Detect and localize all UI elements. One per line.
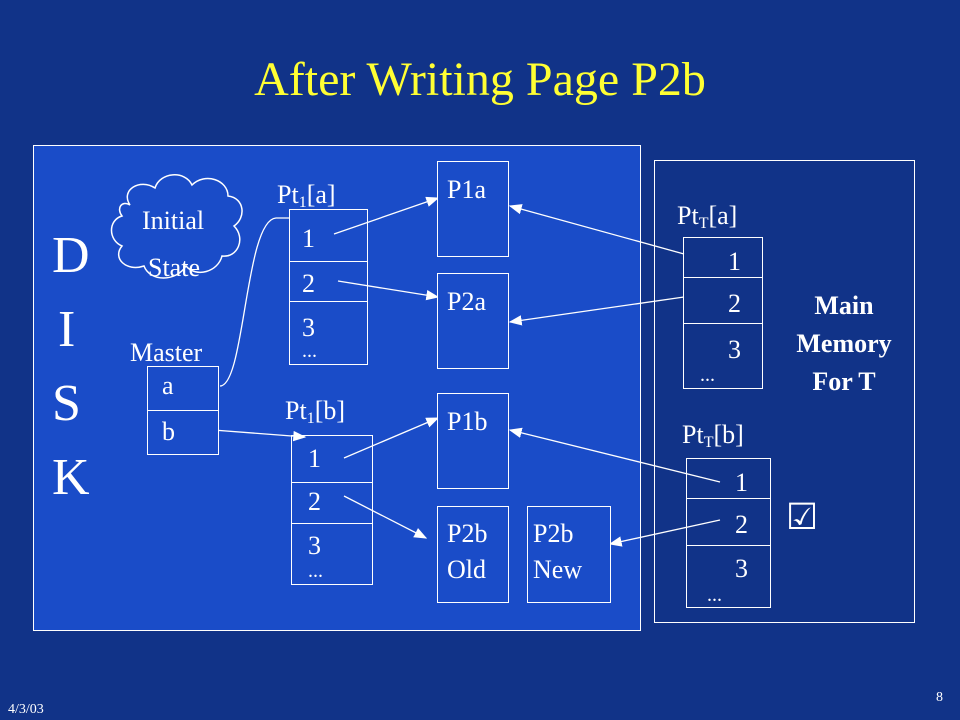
disk-letter-s: S xyxy=(52,375,81,432)
disk-letter-i: I xyxy=(58,301,76,358)
pttb-label: PtT[b] xyxy=(682,420,744,451)
ptta-divider-1 xyxy=(683,277,763,278)
master-label: Master xyxy=(130,338,203,367)
ptta-entry-3: 3 xyxy=(728,335,741,364)
pttb-entry-1: 1 xyxy=(735,468,748,497)
pttb-entry-2: 2 xyxy=(735,510,748,539)
memory-label: Main Memory For T xyxy=(774,287,914,401)
arrow-pttb-1-to-p1b xyxy=(508,427,721,483)
pt1b-entry-2: 2 xyxy=(308,487,321,516)
pt1a-ellipsis: ... xyxy=(302,340,317,362)
page-p2a: P2a xyxy=(437,273,509,369)
pt1b-table: 1 2 3 ... xyxy=(291,435,373,585)
pt1b-entry-1: 1 xyxy=(308,444,321,473)
pt1b-ellipsis: ... xyxy=(308,560,323,582)
memory-label-line1: Main xyxy=(814,291,874,320)
arrow-master-a-to-pt1a xyxy=(219,217,290,387)
pt1a-entry-3: 3 xyxy=(302,313,315,342)
footer-page-number: 8 xyxy=(936,690,943,705)
memory-label-line2: Memory xyxy=(796,329,892,358)
footer-date: 4/3/03 xyxy=(8,702,44,717)
master-entry-a: a xyxy=(162,371,174,400)
page-p2b-old-label-2: Old xyxy=(447,555,486,584)
memory-label-line3: For T xyxy=(812,367,876,396)
master-entry-b: b xyxy=(162,417,175,446)
ptta-table: 1 2 3 ... xyxy=(683,237,763,389)
pt1b-divider-2 xyxy=(291,523,373,524)
ptta-label: PtT[a] xyxy=(677,201,738,232)
arrow-pt1b-1-to-p1b xyxy=(343,417,440,459)
checkbox-checked-icon: ☑ xyxy=(786,497,819,538)
page-p2b-new-label-2: New xyxy=(533,555,583,584)
pt1a-entry-1: 1 xyxy=(302,224,315,253)
ptta-top-line xyxy=(683,237,763,238)
page-p1b: P1b xyxy=(437,393,509,489)
pt1a-entry-2: 2 xyxy=(302,269,315,298)
pt1b-top-line xyxy=(291,435,373,436)
pt1a-divider-1 xyxy=(289,261,368,262)
pttb-ellipsis: ... xyxy=(707,584,722,606)
cloud-label-line1: Initial xyxy=(142,206,205,235)
page-p1a-label: P1a xyxy=(447,175,486,204)
page-p2b-old: P2b Old xyxy=(437,506,509,603)
arrow-ptta-1-to-p1a xyxy=(508,204,685,255)
ptta-divider-2 xyxy=(683,323,763,324)
pt1b-divider-1 xyxy=(291,482,373,483)
page-p1b-label: P1b xyxy=(447,407,488,436)
pttb-divider-1 xyxy=(686,498,771,499)
arrow-pt1b-2-to-p2b-old xyxy=(343,495,428,539)
master-table: a b xyxy=(147,366,219,455)
pt1a-table: 1 2 3 ... xyxy=(289,209,368,365)
page-p2b-new-label-1: P2b xyxy=(533,519,574,548)
pttb-top-line xyxy=(686,458,771,459)
arrow-pt1a-2-to-p2a xyxy=(337,280,440,301)
cloud-label-line2: State xyxy=(148,253,200,282)
ptta-entry-2: 2 xyxy=(728,289,741,318)
page-p1a: P1a xyxy=(437,161,509,257)
page-p2b-old-label-1: P2b xyxy=(447,519,488,548)
ptta-ellipsis: ... xyxy=(700,364,715,386)
main-memory-panel xyxy=(654,160,915,623)
disk-letter-d: D xyxy=(52,227,90,284)
disk-letter-k: K xyxy=(52,449,90,506)
pttb-table: 1 2 3 ... xyxy=(686,458,771,608)
slide-title: After Writing Page P2b xyxy=(254,53,706,106)
pt1a-divider-2 xyxy=(289,301,368,302)
arrow-ptta-2-to-p2a xyxy=(508,296,685,326)
pt1b-label: Pt1[b] xyxy=(285,396,346,427)
arrow-pttb-2-to-p2b-new xyxy=(608,519,721,547)
page-p2a-label: P2a xyxy=(447,287,486,316)
cloud-shape xyxy=(110,174,243,279)
page-p2b-new: P2b New xyxy=(527,506,611,603)
pt1a-top-line xyxy=(289,209,368,210)
pttb-entry-3: 3 xyxy=(735,554,748,583)
pt1b-entry-3: 3 xyxy=(308,531,321,560)
arrow-pt1a-1-to-p1a xyxy=(333,196,440,235)
pttb-divider-2 xyxy=(686,545,771,546)
ptta-entry-1: 1 xyxy=(728,247,741,276)
master-divider xyxy=(148,410,218,411)
pt1a-label: Pt1[a] xyxy=(277,180,336,211)
